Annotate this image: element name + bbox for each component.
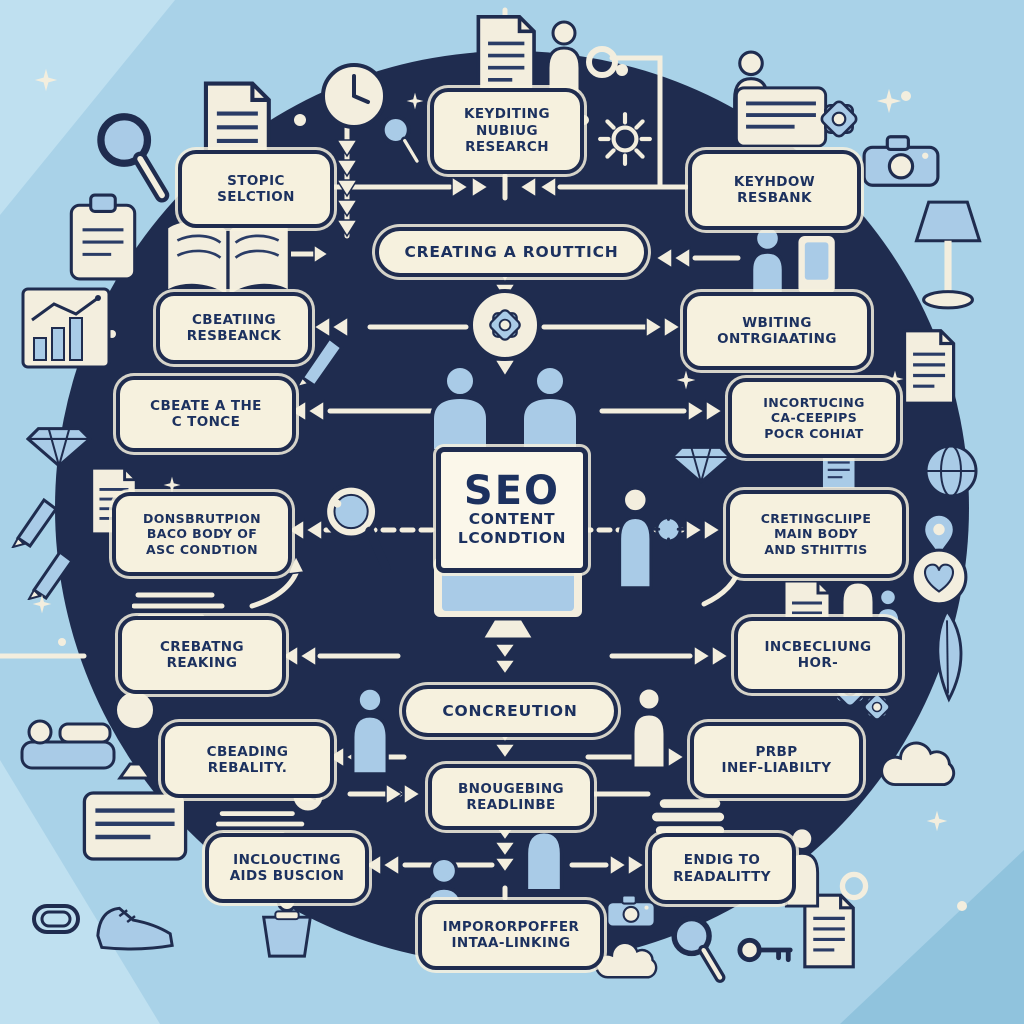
bar-chart-icon: [21, 287, 111, 369]
node-concreution: CONCREUTION: [402, 685, 618, 737]
node-cbeate-a-the-c-tonce: CBEATE A THE C TONCE: [116, 376, 296, 452]
seo-subtitle-line: LCONDTION: [457, 529, 567, 547]
pencil-icon: [11, 498, 58, 548]
node-incbecliung-hor: INCBECLIUNG HOR-: [734, 617, 902, 693]
books-stack-icon: [649, 796, 728, 838]
node-donsbrutpion-baco-body: DONSBRUTPION BACO BODY OF ASC CONDTION: [112, 492, 292, 576]
ring-icon: [842, 874, 865, 897]
node-incortucing-ca-ceepips: INCORTUCING CA-CEEPIPS POCR COHIAT: [728, 378, 900, 458]
node-label: WBITING ONTRGIAATING: [717, 314, 837, 347]
person-icon: [351, 686, 389, 776]
clock-icon: [321, 63, 387, 129]
node-label: INCBECLIUNG HOR-: [764, 638, 872, 671]
node-endig-to-readalitty: ENDIG TO READALITTY: [648, 833, 796, 904]
desk-lamp-icon: [916, 202, 979, 308]
node-keyditing-nubiug-research: KEYDITING NUBIUG RESEARCH: [430, 88, 584, 174]
node-cbeatiing-resbeanck: CBEATIING RESBEANCK: [156, 292, 312, 364]
node-label: CBEATE A THE C TONCE: [150, 397, 262, 430]
person-icon: [631, 686, 667, 770]
node-incloucting-aids-buscion: INCLOUCTING AIDS BUSCION: [205, 833, 369, 903]
globe-icon: [924, 444, 978, 498]
seo-title: SEO: [463, 468, 561, 515]
node-label: STOPIC SELCTION: [217, 172, 295, 205]
shoe-icon: [96, 906, 174, 951]
seo-subtitle-line: CONTENT: [468, 510, 556, 529]
node-label: CONCREUTION: [442, 701, 578, 720]
node-bnougebing-readlinbe: BNOUGEBING READLINBE: [428, 764, 594, 830]
node-prbp-inef-liabilty: PRBP INEF-LIABILTY: [690, 722, 863, 798]
node-label: KEYDITING NUBIUG RESEARCH: [464, 106, 550, 156]
node-label: CREATING A ROUTTICH: [404, 242, 619, 261]
node-label: IMPORORPOFFER INTAA-LINKING: [442, 918, 580, 951]
tablet-icon: [84, 793, 185, 859]
node-cretingcliipe-main-body: CRETINGCLIIPE MAIN BODY AND STHITTIS: [726, 490, 906, 578]
node-label: CRETINGCLIIPE MAIN BODY AND STHITTIS: [760, 511, 872, 557]
node-crebatng-reaking: CREBATNG REAKING: [118, 616, 286, 694]
magnifier-icon: [101, 117, 162, 196]
sparkle-icon: [876, 88, 902, 114]
lined-card-icon: [734, 85, 828, 149]
node-seo-content-lcondtion: SEO CONTENT LCONDTION: [436, 447, 588, 573]
sparkle-icon: [926, 810, 948, 832]
node-impororpoffer-intaa-linking: IMPORORPOFFER INTAA-LINKING: [418, 900, 604, 970]
reading-person-icon: [20, 719, 116, 770]
magnifier-icon: [674, 919, 720, 978]
clipboard-icon: [69, 193, 137, 281]
node-label: INCORTUCING CA-CEEPIPS POCR COHIAT: [763, 395, 865, 441]
camera-icon: [862, 135, 940, 187]
key-icon: [740, 940, 790, 959]
node-label: DONSBRUTPION BACO BODY OF ASC CONDTION: [143, 511, 261, 557]
node-label: PRBP INEF-LIABILTY: [721, 743, 832, 776]
node-wbiting-ontrgiaating: WBITING ONTRGIAATING: [683, 292, 871, 370]
node-label: CBEADING REBALITY.: [206, 743, 289, 776]
node-label: KEYHDOW RESBANK: [733, 173, 816, 206]
node-label: CREBATNG REAKING: [159, 638, 244, 671]
connector-layer: [0, 7, 750, 901]
node-keyhdow-resbank: KEYHDOW RESBANK: [688, 150, 861, 230]
feather-icon: [936, 609, 963, 701]
gear-hub: [469, 289, 541, 361]
node-label: CBEATIING RESBEANCK: [186, 311, 282, 344]
node-label: BNOUGEBING READLINBE: [457, 780, 565, 813]
node-label: INCLOUCTING AIDS BUSCION: [229, 851, 345, 884]
document-icon: [902, 329, 956, 405]
document-icon: [476, 14, 536, 102]
node-stopic-selction: STOPIC SELCTION: [178, 150, 334, 228]
open-book-icon: [164, 218, 292, 301]
node-creating-a-routtich: CREATING A ROUTTICH: [375, 227, 648, 277]
node-label: ENDIG TO READALITTY: [673, 852, 771, 885]
node-cbeading-rebality: CBEADING REBALITY.: [161, 722, 334, 798]
heart-badge-icon: [910, 548, 968, 606]
